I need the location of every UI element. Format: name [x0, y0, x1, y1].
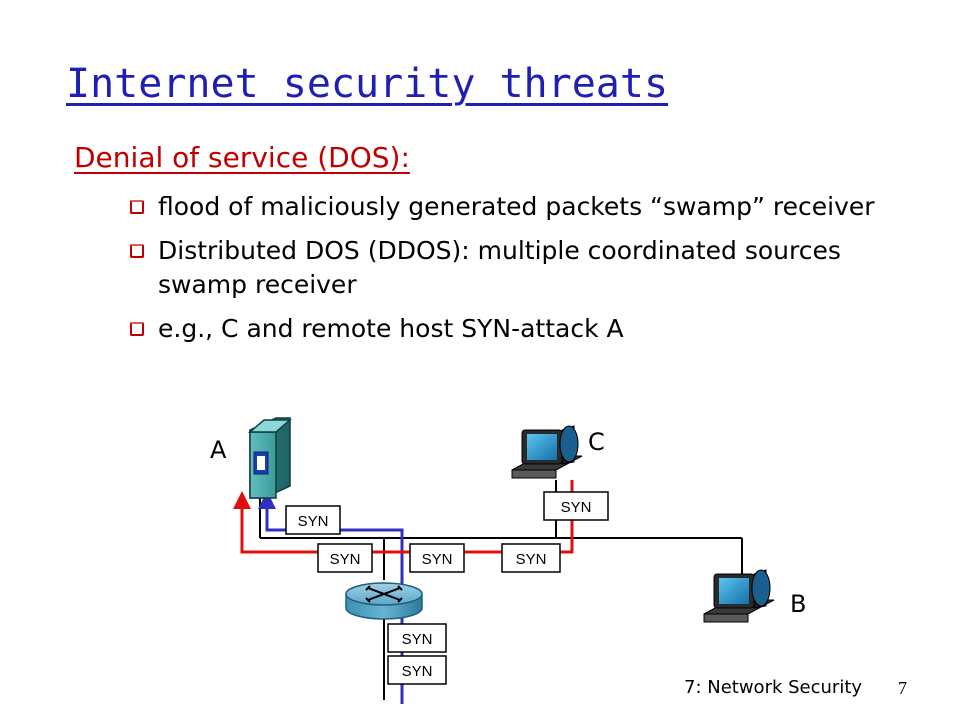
bullet-square-icon	[130, 244, 144, 258]
syn-label: SYN	[402, 663, 433, 680]
bullet-square-icon	[130, 322, 144, 336]
slide-title: Internet security threats	[66, 61, 669, 107]
syn-label: SYN	[516, 551, 547, 568]
node-label-b: B	[790, 590, 806, 618]
bullet-text: Distributed DOS (DDOS): multiple coordin…	[158, 236, 841, 299]
syn-label: SYN	[330, 551, 361, 568]
syn-label: SYN	[402, 631, 433, 648]
syn-packet: SYN	[543, 491, 609, 521]
node-label-a: A	[210, 436, 227, 464]
syn-packet: SYN	[317, 543, 373, 573]
bullet-text: e.g., C and remote host SYN-attack A	[158, 314, 624, 343]
syn-label: SYN	[422, 551, 453, 568]
bullet-square-icon	[130, 200, 144, 214]
footer-chapter: 7: Network Security	[684, 677, 863, 698]
bullet-item: e.g., C and remote host SYN-attack A	[130, 312, 890, 346]
syn-packet: SYN	[409, 543, 465, 573]
router-icon	[345, 582, 423, 620]
syn-label: SYN	[561, 499, 592, 516]
bullet-item: flood of maliciously generated packets “…	[130, 190, 890, 224]
server-icon	[247, 417, 293, 499]
syn-packet: SYN	[285, 505, 341, 535]
desktop-computer-icon	[511, 425, 583, 479]
page-number: 7	[898, 678, 907, 698]
syn-packet: SYN	[387, 623, 447, 653]
section-heading: Denial of service (DOS):	[74, 141, 410, 174]
syn-label: SYN	[298, 513, 329, 530]
syn-packet: SYN	[501, 543, 561, 573]
bullet-item: Distributed DOS (DDOS): multiple coordin…	[130, 234, 890, 302]
node-label-c: C	[588, 428, 605, 456]
desktop-computer-icon	[703, 569, 775, 623]
syn-packet: SYN	[387, 655, 447, 685]
bullet-list: flood of maliciously generated packets “…	[130, 190, 890, 356]
bullet-text: flood of maliciously generated packets “…	[158, 192, 875, 221]
